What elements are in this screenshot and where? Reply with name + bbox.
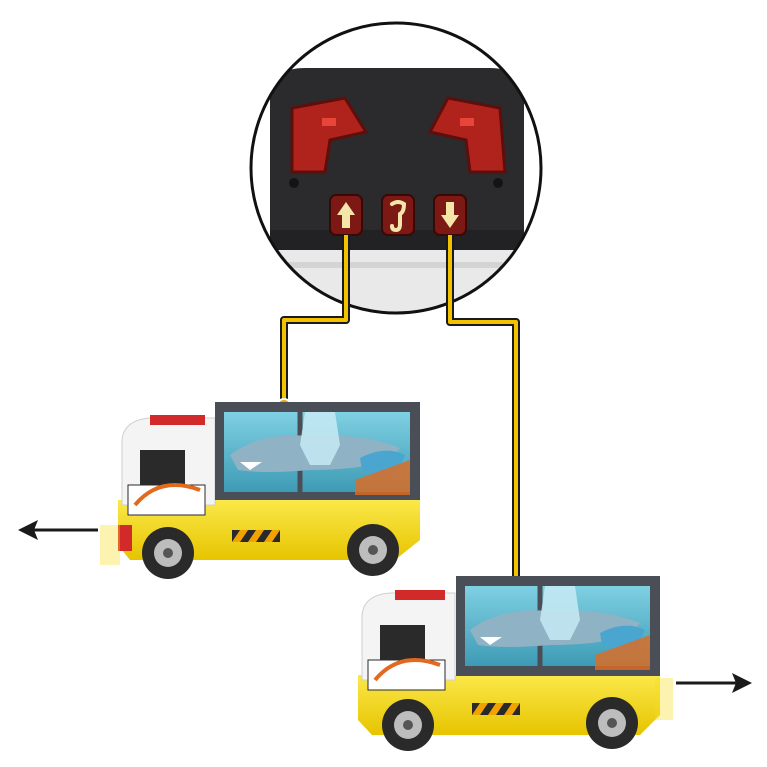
up-button[interactable] (329, 194, 363, 236)
hook-icon (390, 200, 407, 233)
connector-lines (276, 235, 524, 604)
left-trigger-light (322, 118, 336, 126)
truck-right (358, 576, 673, 751)
screw-icon (493, 178, 503, 188)
wheel (586, 697, 638, 749)
remote-control (270, 68, 524, 250)
screw-icon (289, 178, 299, 188)
arrow-left-icon (18, 520, 98, 540)
right-trigger-light (460, 118, 474, 126)
arrow-right-icon (676, 673, 752, 693)
remote-zoom-inset (249, 21, 543, 315)
arrow-down-icon (441, 202, 459, 228)
hook-button[interactable] (381, 194, 415, 236)
truck-left (100, 402, 420, 579)
down-button[interactable] (433, 194, 467, 236)
left-trigger-button[interactable] (290, 96, 369, 174)
wheel (142, 527, 194, 579)
right-trigger-button[interactable] (427, 96, 507, 174)
wheel (382, 699, 434, 751)
wheel (347, 524, 399, 576)
arrow-up-icon (337, 202, 355, 228)
